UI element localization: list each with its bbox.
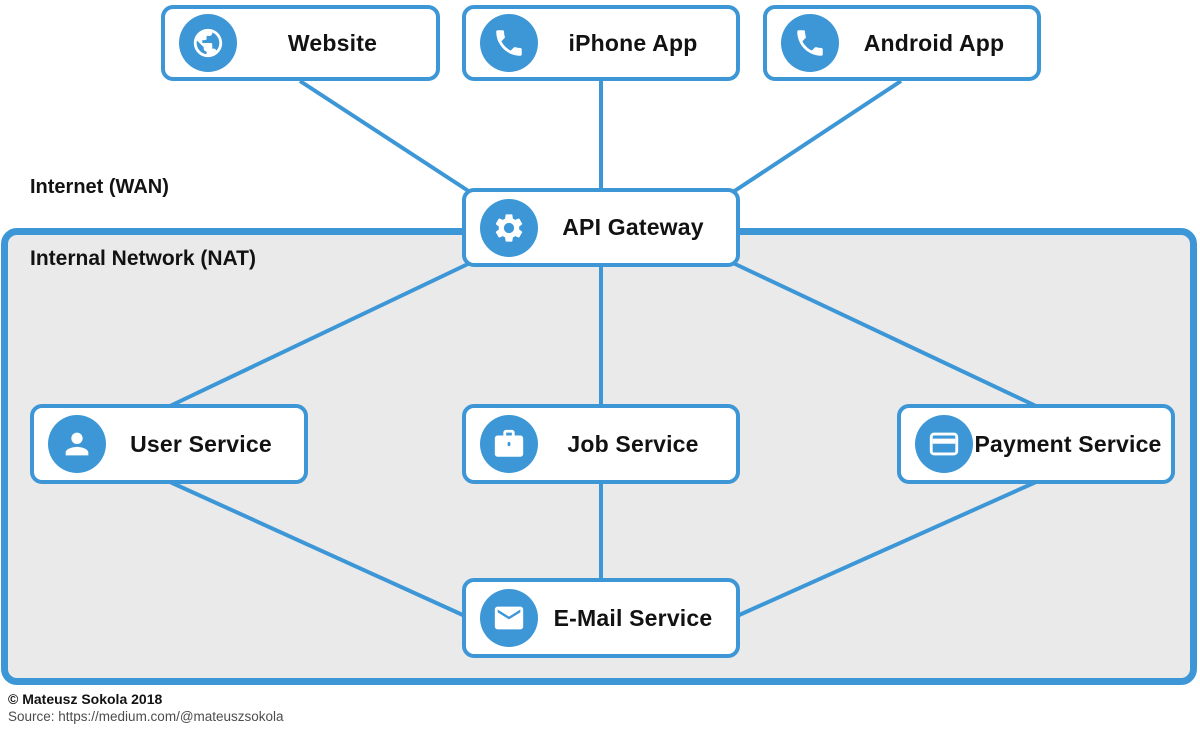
internal-network-nat-label: Internal Network (NAT) [30, 247, 256, 270]
edge-website-api-gateway [298, 79, 472, 194]
node-label: Payment Service [974, 430, 1162, 457]
phone-icon [480, 14, 538, 72]
node-label: iPhone App [568, 29, 698, 56]
node-iphone-app: iPhone App [462, 5, 740, 81]
node-api-gateway: API Gateway [462, 188, 740, 267]
gear-icon [480, 198, 538, 257]
edge-android-app-api-gateway [731, 79, 903, 194]
user-icon [48, 415, 106, 473]
node-website: Website [161, 5, 440, 81]
node-label: User Service [130, 430, 272, 457]
footer-source: Source: https://medium.com/@mateuszsokol… [8, 709, 284, 724]
node-label: E-Mail Service [553, 604, 713, 631]
footer-copyright: © Mateusz Sokola 2018 [8, 691, 163, 707]
phone-icon [781, 14, 839, 72]
internet-wan-label: Internet (WAN) [30, 176, 169, 198]
node-payment-service: Payment Service [897, 404, 1175, 484]
node-label: Job Service [567, 430, 699, 457]
node-android-app: Android App [763, 5, 1041, 81]
envelope-icon [480, 589, 538, 647]
briefcase-icon [480, 415, 538, 473]
node-label: Android App [863, 29, 1005, 56]
node-user-service: User Service [30, 404, 308, 484]
node-label: API Gateway [562, 214, 704, 240]
node-label: Website [287, 29, 378, 56]
globe-icon [179, 14, 237, 72]
node-job-service: Job Service [462, 404, 740, 484]
credit-card-icon [915, 415, 973, 473]
node-email-service: E-Mail Service [462, 578, 740, 658]
